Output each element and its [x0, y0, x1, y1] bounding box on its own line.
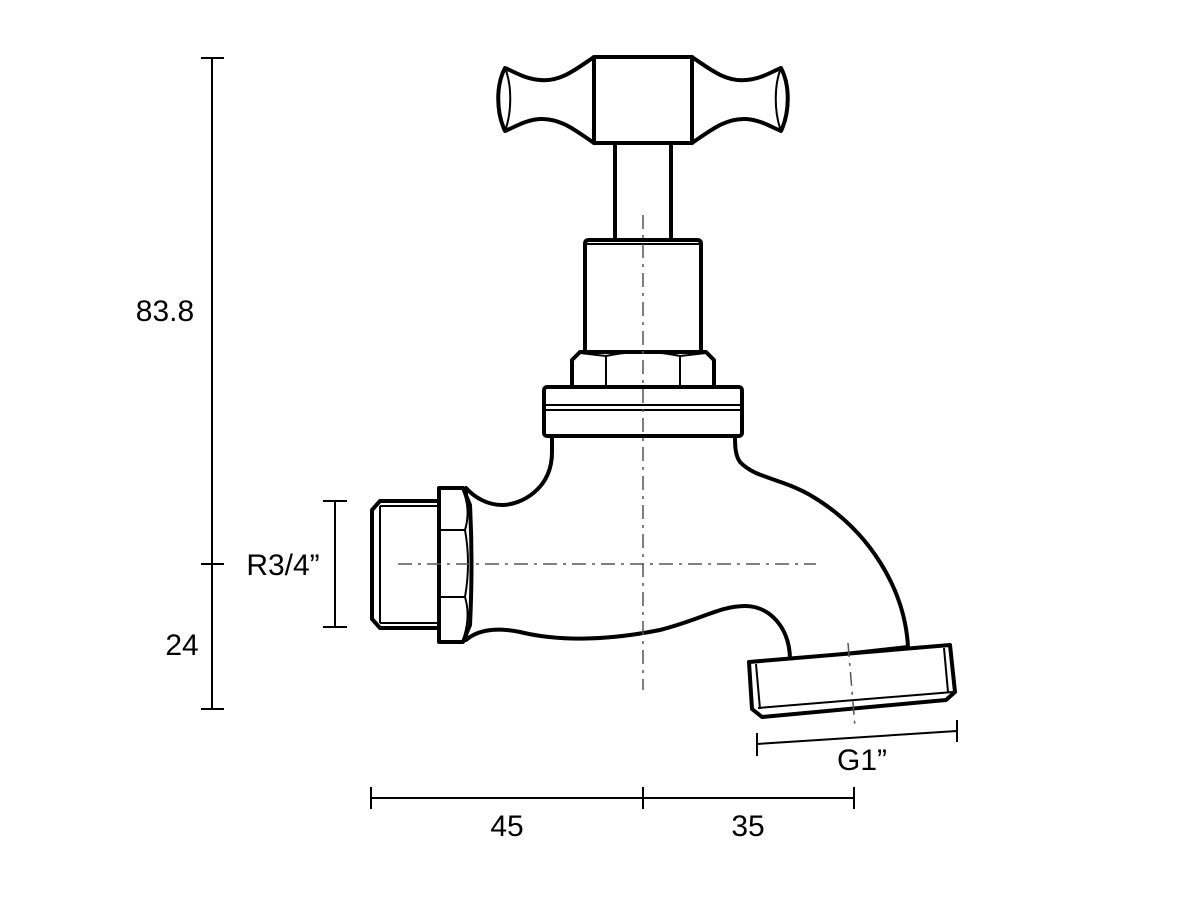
inlet-axis-height-label: 24 [165, 629, 198, 662]
inlet-thread-label: R3/4” [246, 549, 319, 582]
tap-body [464, 434, 910, 662]
hex-nut [570, 350, 716, 389]
outlet-thread [747, 643, 957, 719]
inlet-hex [437, 486, 474, 644]
handle [496, 55, 790, 145]
handle-left-wing [496, 55, 596, 145]
dimension-overall-height [201, 57, 224, 710]
dimension-outlet-thread [756, 720, 958, 756]
dimension-horizontal [370, 787, 855, 809]
dimension-inlet-thread [323, 500, 347, 628]
handle-hub [592, 55, 694, 145]
axis-to-outlet-label: 35 [731, 810, 764, 843]
handle-right-wing [690, 55, 790, 145]
inlet-to-axis-label: 45 [490, 810, 523, 843]
outlet-thread-label: G1” [837, 744, 887, 777]
overall-height-label: 83.8 [136, 295, 194, 328]
outlet-centerline [847, 642, 856, 728]
